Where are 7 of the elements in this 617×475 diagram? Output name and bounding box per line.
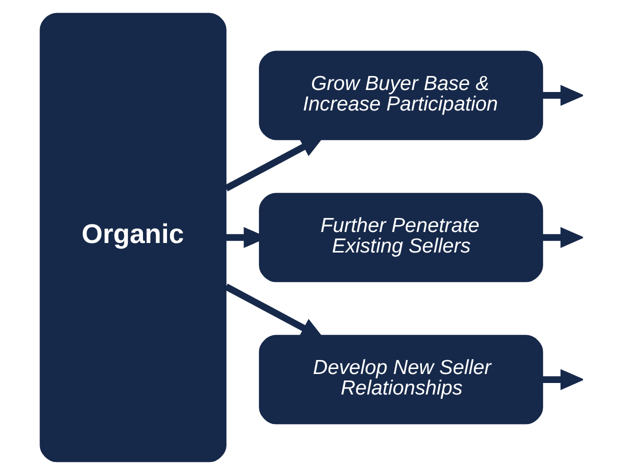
node-box: Grow Buyer Base & Increase Participation — [258, 50, 543, 140]
node-box: Organic — [39, 12, 226, 462]
node-box: Develop New Seller Relationships — [258, 334, 543, 424]
arrow — [542, 369, 582, 390]
arrow — [542, 84, 582, 106]
node-box: Further Penetrate Existing Sellers — [258, 192, 543, 282]
arrow — [542, 227, 582, 248]
